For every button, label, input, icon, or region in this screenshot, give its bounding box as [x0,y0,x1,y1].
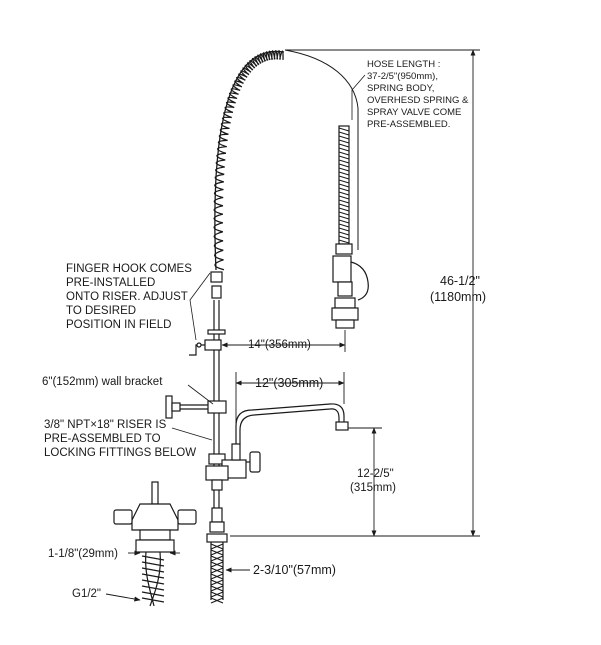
leader-lines [171,74,366,441]
spring-arc [284,49,359,250]
riser-note-line: PRE-ASSEMBLED TO [44,433,161,445]
wall-bracket [165,395,227,419]
finger-hook-note-line: FINGER HOOK COMES [66,263,192,275]
hose-note-line: HOSE LENGTH : [367,59,440,70]
total-height-mm-dim: (1180mm) [430,290,486,304]
spring-coupling [207,271,226,335]
hose-note-line: OVERHESD SPRING & [367,95,469,106]
hose-note-line: SPRING BODY, [367,83,434,94]
riser-note: 3/8" NPT×18" RISER IS PRE-ASSEMBLED TO L… [44,419,196,459]
riser-note-line: 3/8" NPT×18" RISER IS [44,419,167,431]
braided-hose [141,551,165,607]
finger-hook-note: FINGER HOOK COMES PRE-INSTALLED ONTO RIS… [66,263,192,331]
hose-note-line: SPRAY VALVE COME [367,107,461,118]
wall-bracket-label: 6"(152mm) wall bracket [42,376,163,388]
spring-coil [213,49,284,271]
spray-hose-texture [338,127,350,244]
base-width-dim: 1-1/8"(29mm) [48,548,118,560]
detail-supply-hoses [141,551,165,607]
braided-hose [210,543,224,604]
hose-length-note: HOSE LENGTH : 37-2/5"(950mm), SPRING BOD… [367,59,469,130]
spring-core-hose [214,50,285,271]
finger-hook-note-line: POSITION IN FIELD [66,319,171,331]
finger-hook-note-line: TO DESIRED [66,305,136,317]
hose-note-line: PRE-ASSEMBLED. [367,119,450,130]
hose-note-line: 37-2/5"(950mm), [367,71,438,82]
spout-reach-dim: 12"(305mm) [255,376,323,390]
finger-hook-note-line: ONTO RISER. ADJUST [66,291,188,303]
finger-hook [189,339,222,356]
hook-offset-dim: 14"(356mm) [248,339,311,351]
riser-note-line: LOCKING FITTINGS BELOW [44,447,196,459]
spout-height-mm-dim: (315mm) [350,482,396,494]
hose-hatch [338,127,350,244]
inlet-thread-dim: G1/2" [72,588,101,600]
overhead-spring [213,49,285,271]
detail-valve [113,481,197,553]
centers-dim: 2-3/10"(57mm) [253,563,336,577]
spout-height-dim: 12-2/5" [357,468,394,480]
total-height-dim: 46-1/2" [440,274,480,288]
dimension-lines [105,49,480,602]
spray-valve [331,125,369,329]
supply-hose-main [210,543,224,604]
add-on-spout [231,403,349,461]
lower-fitting [206,507,228,600]
finger-hook-note-line: PRE-INSTALLED [66,277,155,289]
